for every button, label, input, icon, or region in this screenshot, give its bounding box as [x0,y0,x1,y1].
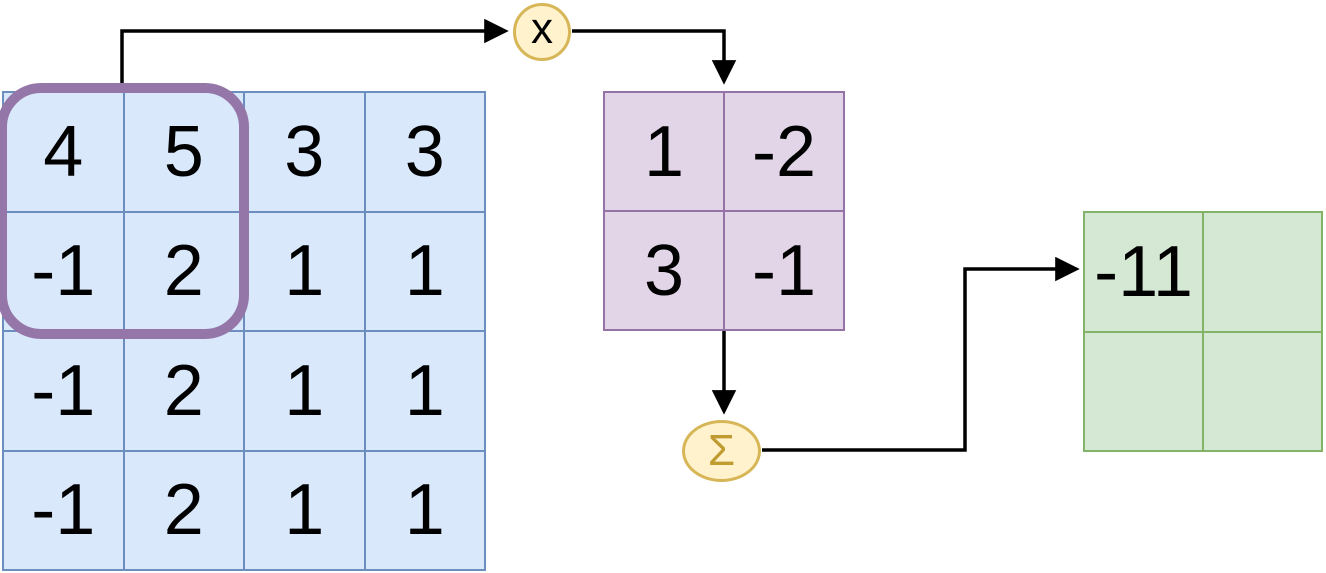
kernel-cell-r1c1: -1 [724,211,844,330]
input-cell-r3c0: -1 [3,450,124,570]
output-cell-r0c1 [1203,212,1322,332]
input-cell-r3c3: 1 [364,450,485,570]
input-cell-r2c0: -1 [3,331,124,451]
input-cell-r3c1: 2 [123,450,244,570]
input-cell-r3c2: 1 [244,450,365,570]
output-cell-r1c0 [1084,331,1203,451]
kernel-cell-r0c0: 1 [604,92,724,211]
output-cell-r0c0: -11 [1084,212,1203,332]
input-cell-r2c1: 2 [123,331,244,451]
kernel-cell-r0c1: -2 [724,92,844,211]
multiply-node: x [513,3,571,61]
input-cell-r2c3: 1 [364,331,485,451]
input-cell-r2c2: 1 [244,331,365,451]
arrow-multiply-to-kernel-icon [572,29,737,85]
sigma-label: Σ [707,426,736,475]
arrow-window-to-multiply-icon [120,18,509,90]
kernel-cell-r1c0: 3 [604,211,724,330]
input-cell-r1c3: 1 [364,211,485,331]
multiply-label: x [531,4,553,53]
output-cell-r1c1 [1203,331,1322,451]
sum-node: Σ [682,420,761,482]
input-cell-r0c2: 3 [244,92,365,212]
output-matrix: -11 [1083,211,1323,452]
kernel-window-highlight [0,83,249,339]
input-cell-r1c2: 1 [244,211,365,331]
kernel-matrix: 1 -2 3 -1 [603,91,845,331]
input-cell-r0c3: 3 [364,92,485,212]
